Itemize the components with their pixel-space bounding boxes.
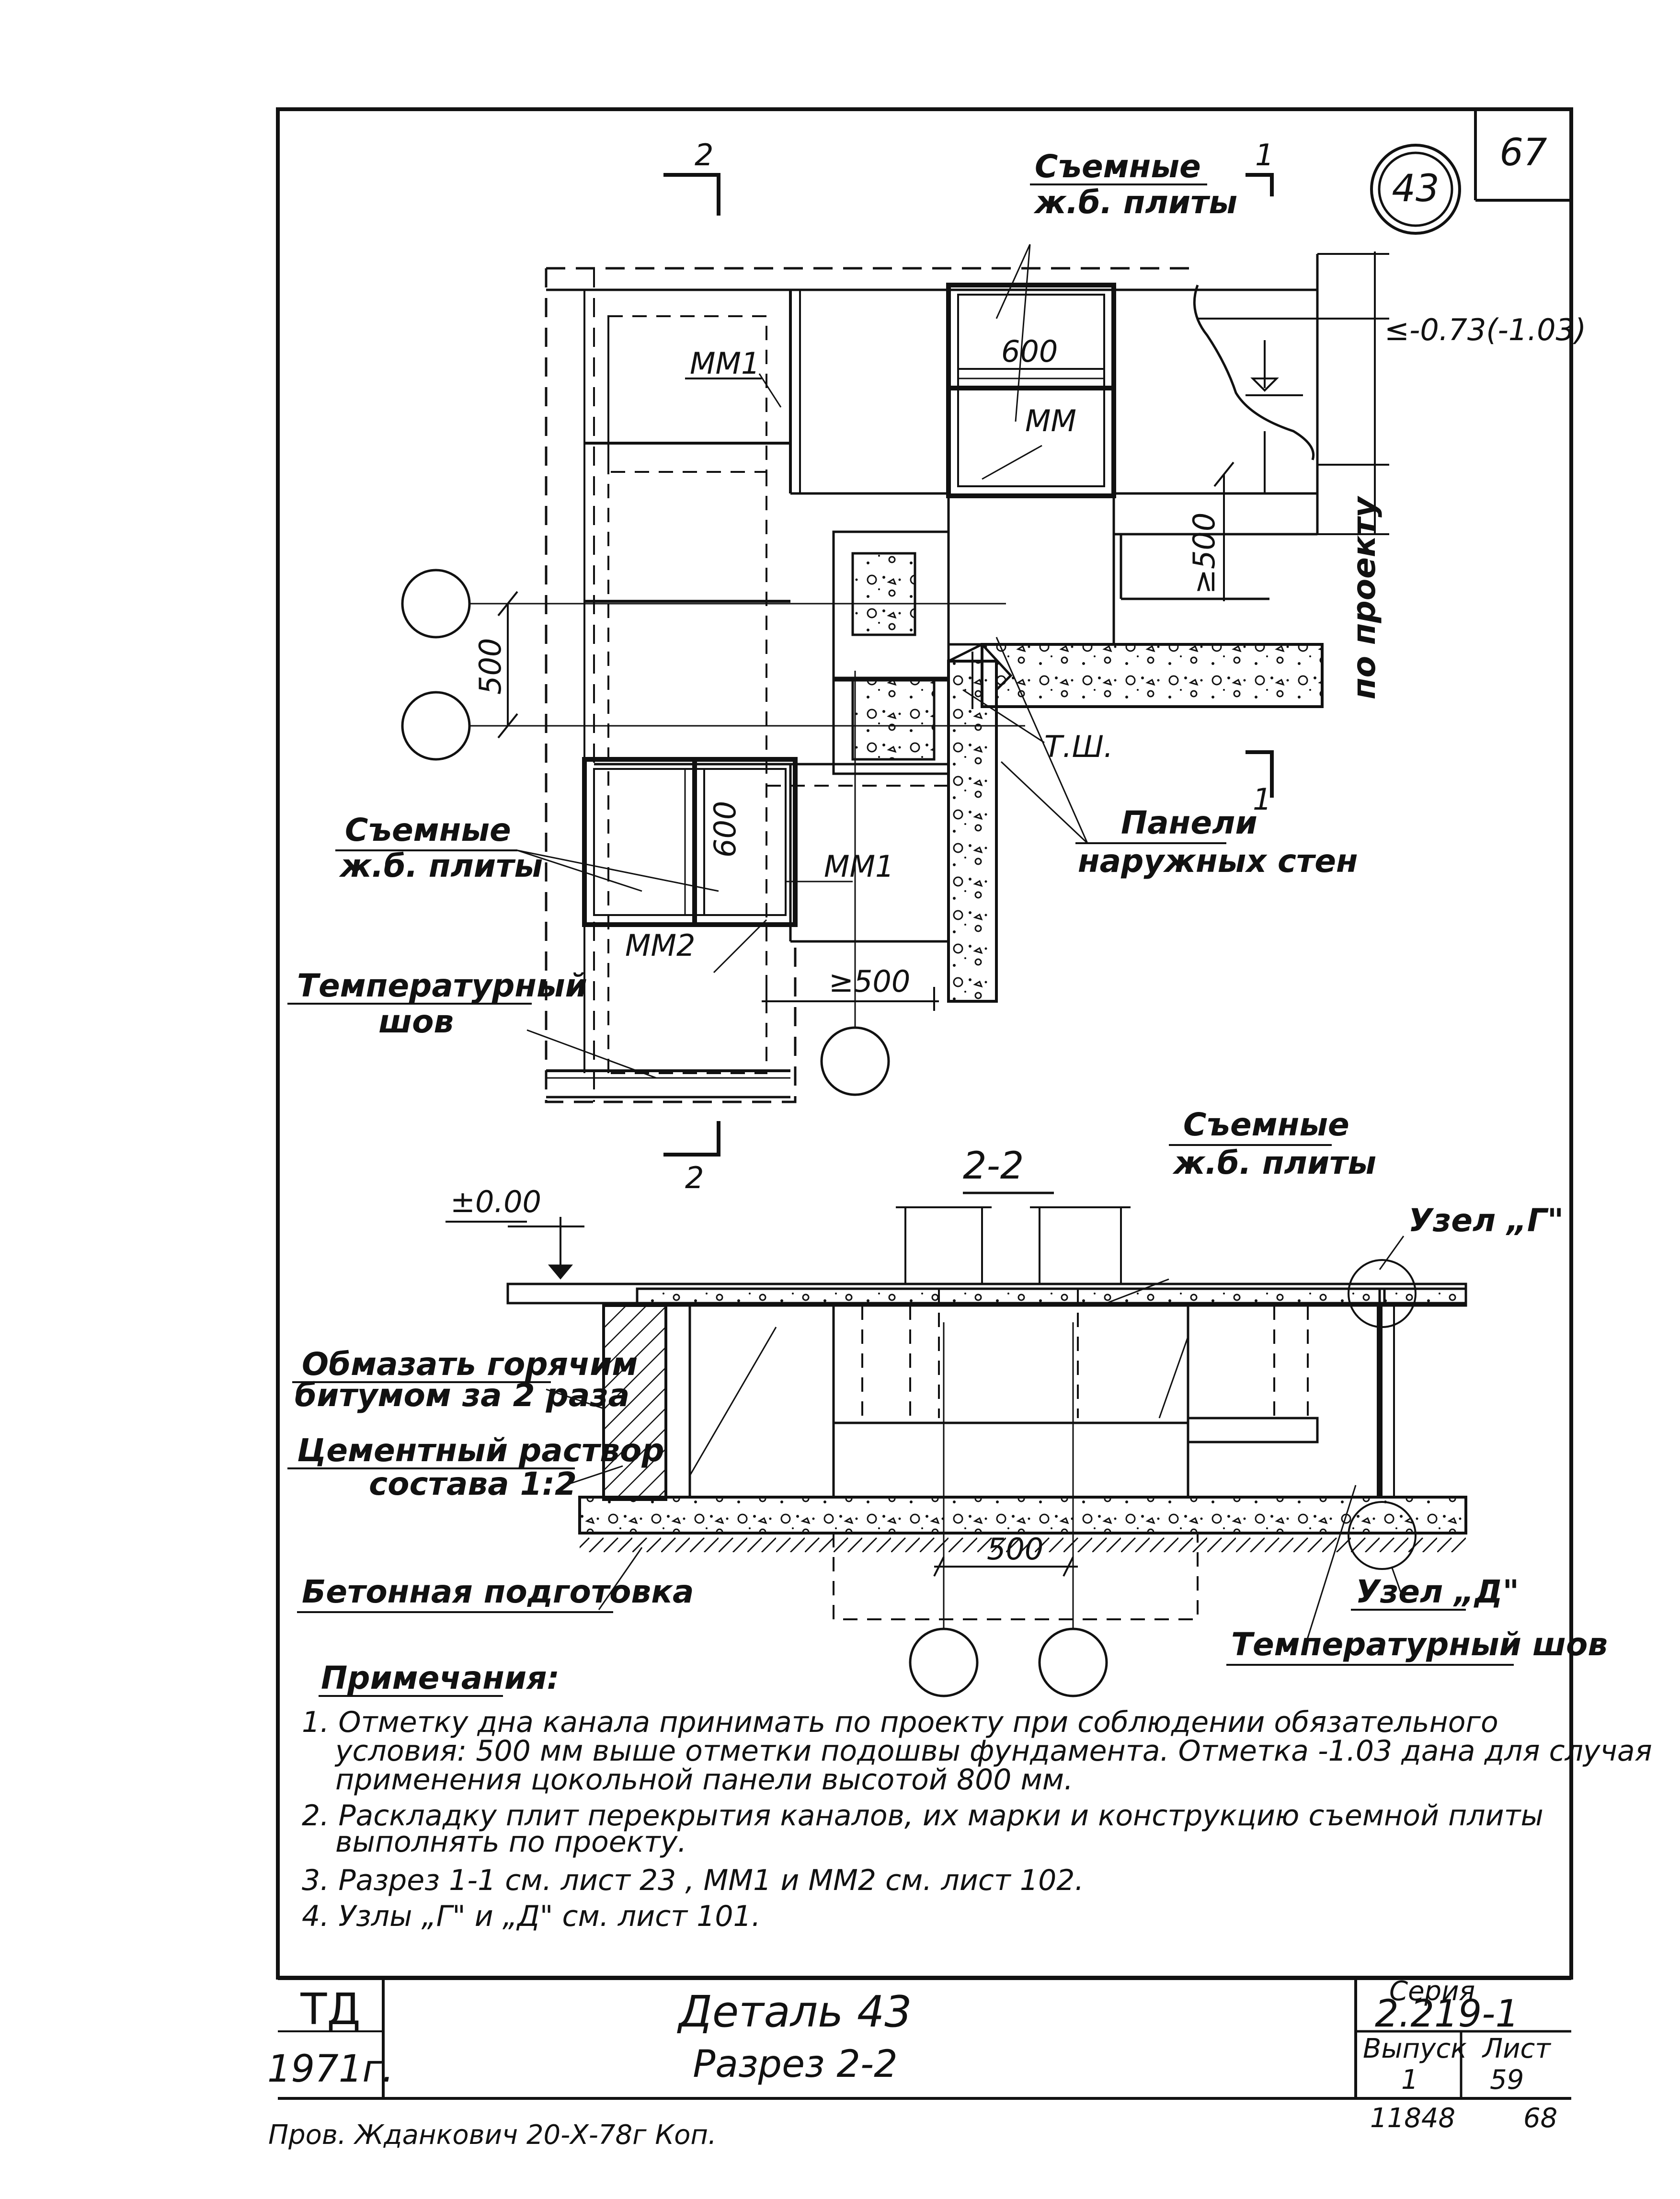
temp-seam-plan-line1: Температурный bbox=[297, 967, 587, 1004]
bitumen-line1: Обмазать горячим bbox=[302, 1346, 638, 1383]
section-mark-1-top: 1 bbox=[1255, 137, 1274, 172]
footer-number: 68 bbox=[1523, 2103, 1557, 2134]
dim-600-left: 600 bbox=[708, 801, 743, 858]
note-line: условия: 500 мм выше отметки подошвы фун… bbox=[334, 1734, 1652, 1768]
series-value: 2.219-1 bbox=[1375, 1993, 1519, 2036]
note-line: 3. Разрез 1-1 см. лист 23 , ММ1 и ММ2 см… bbox=[302, 1864, 1084, 1897]
mm2-label: ММ2 bbox=[625, 928, 695, 963]
org-code: ТД bbox=[300, 1984, 360, 2035]
sheet-frame bbox=[276, 107, 1573, 1980]
note-line: 1. Отметку дна канала принимать по проек… bbox=[302, 1706, 1498, 1739]
section-removable-slabs-line1: Съемные bbox=[1183, 1106, 1349, 1143]
detail-number: 43 bbox=[1392, 167, 1439, 210]
mortar-line2: состава 1:2 bbox=[369, 1466, 577, 1502]
drawing-title-line2: Разрез 2-2 bbox=[693, 2043, 897, 2086]
panels-line1: Панели bbox=[1121, 804, 1257, 841]
tsh-label: Т.Ш. bbox=[1044, 729, 1113, 764]
removable-slabs-top-line2: ж.б. плиты bbox=[1033, 184, 1237, 221]
note-line: 4. Узлы „Г" и „Д" см. лист 101. bbox=[302, 1900, 761, 1933]
level-right: ≤-0.73(-1.03) bbox=[1384, 312, 1586, 347]
temp-seam-section-label: Температурный шов bbox=[1231, 1626, 1608, 1663]
section-mark-2-top: 2 bbox=[695, 137, 713, 172]
dim-500-right: ≥500 bbox=[1187, 513, 1222, 594]
node-g-label: Узел „Г" bbox=[1408, 1202, 1564, 1239]
notes-heading: Примечания: bbox=[321, 1660, 560, 1696]
series-label: Серия bbox=[1389, 1976, 1475, 2007]
corner-number: 67 bbox=[1499, 131, 1547, 174]
sheet-value: 59 bbox=[1490, 2064, 1524, 2096]
dim-600-top: 600 bbox=[1001, 334, 1058, 369]
removable-slabs-left-line1: Съемные bbox=[345, 812, 511, 848]
section-removable-slabs-line2: ж.б. плиты bbox=[1172, 1145, 1376, 1181]
sheet-label: Лист bbox=[1482, 2033, 1551, 2064]
plan-view bbox=[401, 173, 1389, 1157]
note-line: выполнять по проекту. bbox=[335, 1825, 686, 1859]
po-proektu-label: по проекту bbox=[1346, 495, 1383, 699]
note-line: применения цокольной панели высотой 800 … bbox=[335, 1763, 1073, 1797]
notes-block: Примечания: 1. Отметку дна канала приним… bbox=[302, 1660, 1652, 1933]
concrete-prep-label: Бетонная подготовка bbox=[302, 1573, 694, 1610]
signature-line: Пров. Жданкович 20-Х-78г Коп. bbox=[268, 2119, 717, 2151]
section-mark-2-bottom: 2 bbox=[685, 1160, 704, 1195]
node-d-label: Узел „Д" bbox=[1356, 1573, 1519, 1610]
drawing-title-line1: Деталь 43 bbox=[677, 1987, 912, 2037]
dim-500-section: 500 bbox=[987, 1532, 1043, 1567]
archive-number: 11848 bbox=[1370, 2103, 1455, 2134]
title-block bbox=[278, 1977, 1571, 2100]
level-zero: ±0.00 bbox=[450, 1184, 541, 1219]
removable-slabs-left-line2: ж.б. плиты bbox=[339, 848, 543, 884]
bitumen-line2: битумом за 2 раза bbox=[295, 1377, 629, 1414]
issue-label: Выпуск bbox=[1363, 2033, 1467, 2064]
year: 1971г. bbox=[267, 2048, 394, 2091]
mm1-mid-label: ММ1 bbox=[824, 849, 894, 884]
detail-number-circle: 43 bbox=[1370, 144, 1461, 235]
note-line: 2. Раскладку плит перекрытия каналов, их… bbox=[302, 1799, 1543, 1832]
mortar-line1: Цементный раствор bbox=[297, 1432, 664, 1469]
temp-seam-plan-line2: шов bbox=[378, 1003, 454, 1040]
mm1-top-label: ММ1 bbox=[690, 346, 760, 381]
dim-500-bottom: ≥500 bbox=[829, 964, 910, 999]
mm-label: ММ bbox=[1025, 403, 1076, 438]
section-mark-1-bottom: 1 bbox=[1253, 782, 1271, 817]
panels-line2: наружных стен bbox=[1078, 843, 1358, 880]
section-2-2-view bbox=[506, 1191, 1467, 1697]
removable-slabs-top-line1: Съемные bbox=[1035, 148, 1201, 185]
section-title: 2-2 bbox=[963, 1145, 1024, 1188]
issue-value: 1 bbox=[1401, 2064, 1418, 2096]
dim-500-left: 500 bbox=[473, 638, 508, 695]
